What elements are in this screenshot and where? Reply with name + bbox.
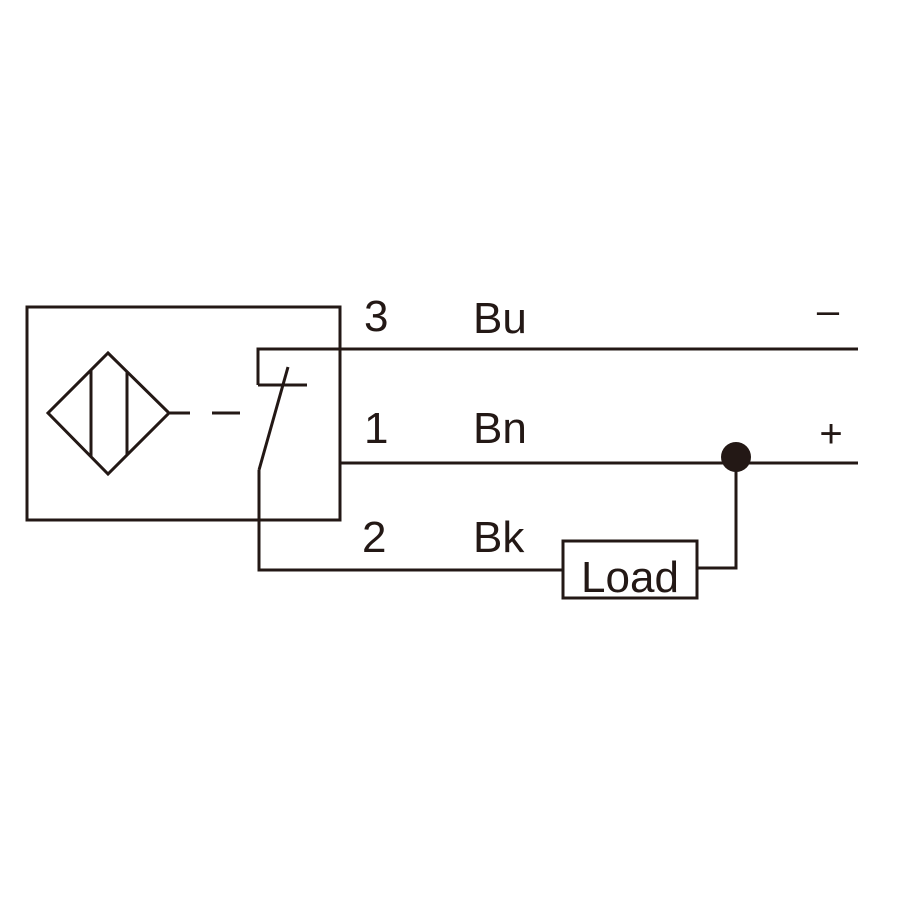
load-box xyxy=(561,539,699,600)
switch-contact-blade xyxy=(257,366,290,471)
load-to-supply-wire xyxy=(697,458,738,570)
wire-color-bk: Bk xyxy=(473,513,525,562)
wire-2-black xyxy=(257,470,563,572)
wire-3-blue xyxy=(256,347,858,385)
pin-number-2: 2 xyxy=(362,513,386,562)
pin-number-1: 1 xyxy=(364,404,388,453)
polarity-positive: + xyxy=(819,412,842,456)
load-label: Load xyxy=(581,553,679,602)
wire-color-bu: Bu xyxy=(473,294,527,343)
junction-dot xyxy=(721,442,751,472)
polarity-negative: – xyxy=(817,289,840,333)
wire-color-bn: Bn xyxy=(473,404,527,453)
inductive-sensor-icon xyxy=(45,350,172,477)
pin-number-3: 3 xyxy=(364,292,388,341)
sensor-housing xyxy=(25,305,342,522)
